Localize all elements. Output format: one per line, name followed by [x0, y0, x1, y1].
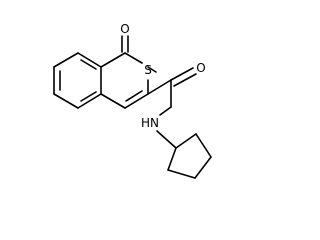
bond	[100, 52, 126, 68]
bond	[195, 133, 212, 158]
bond	[156, 130, 177, 149]
double-bond-inner	[80, 91, 97, 102]
thiopyran-ring	[100, 52, 157, 109]
bond	[124, 93, 149, 109]
ketone-group	[121, 35, 129, 53]
bond	[53, 52, 79, 68]
atom-sulfur: S	[144, 63, 152, 77]
atom-nitrogen-amide: HN	[141, 116, 159, 130]
bond	[100, 93, 126, 109]
double-bond-inner	[125, 90, 143, 102]
bond	[147, 66, 157, 73]
double-bond	[170, 67, 194, 81]
double-bond-inner	[80, 59, 97, 70]
atom-oxygen-amide: O	[196, 61, 205, 75]
cyclopentyl-ring	[156, 130, 212, 179]
atom-oxygen-ketone: O	[120, 22, 129, 36]
bond	[124, 52, 143, 64]
bond	[167, 147, 177, 171]
bond	[53, 93, 79, 109]
bond	[147, 79, 172, 95]
double-bond	[173, 73, 197, 87]
carboxamide-group	[147, 67, 197, 116]
bond	[159, 106, 172, 116]
chemical-structure-diagram: O S O HN	[53, 22, 212, 179]
bond	[77, 93, 102, 109]
benzene-ring	[53, 52, 102, 109]
bond	[194, 156, 212, 179]
bond	[167, 169, 196, 179]
bond	[77, 52, 102, 68]
bond	[175, 133, 197, 149]
